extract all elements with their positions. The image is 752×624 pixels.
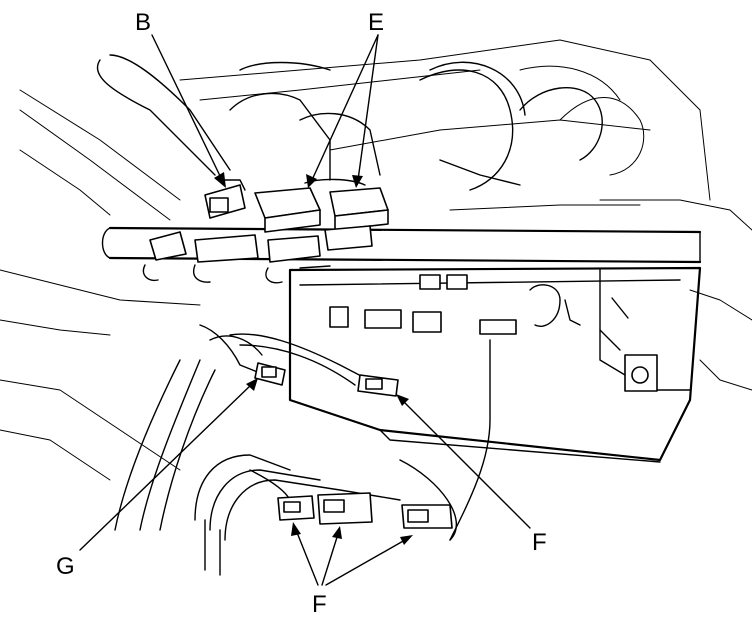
label-f-bottom: F	[312, 591, 327, 618]
mounting-bar	[101, 226, 702, 264]
connector-g	[254, 362, 286, 386]
control-unit-panel	[288, 266, 702, 463]
connector-b	[204, 179, 246, 219]
connectors-e	[254, 178, 389, 233]
harness-upper	[96, 54, 603, 191]
label-b: B	[135, 9, 151, 36]
background-structure	[0, 39, 752, 481]
leader-lines	[79, 34, 531, 586]
harness-lower	[114, 324, 491, 576]
connectors-f	[277, 374, 453, 529]
bar-connectors-lower	[142, 225, 373, 284]
label-g: G	[56, 553, 75, 580]
label-f-right: F	[532, 529, 547, 556]
label-e: E	[368, 9, 384, 36]
